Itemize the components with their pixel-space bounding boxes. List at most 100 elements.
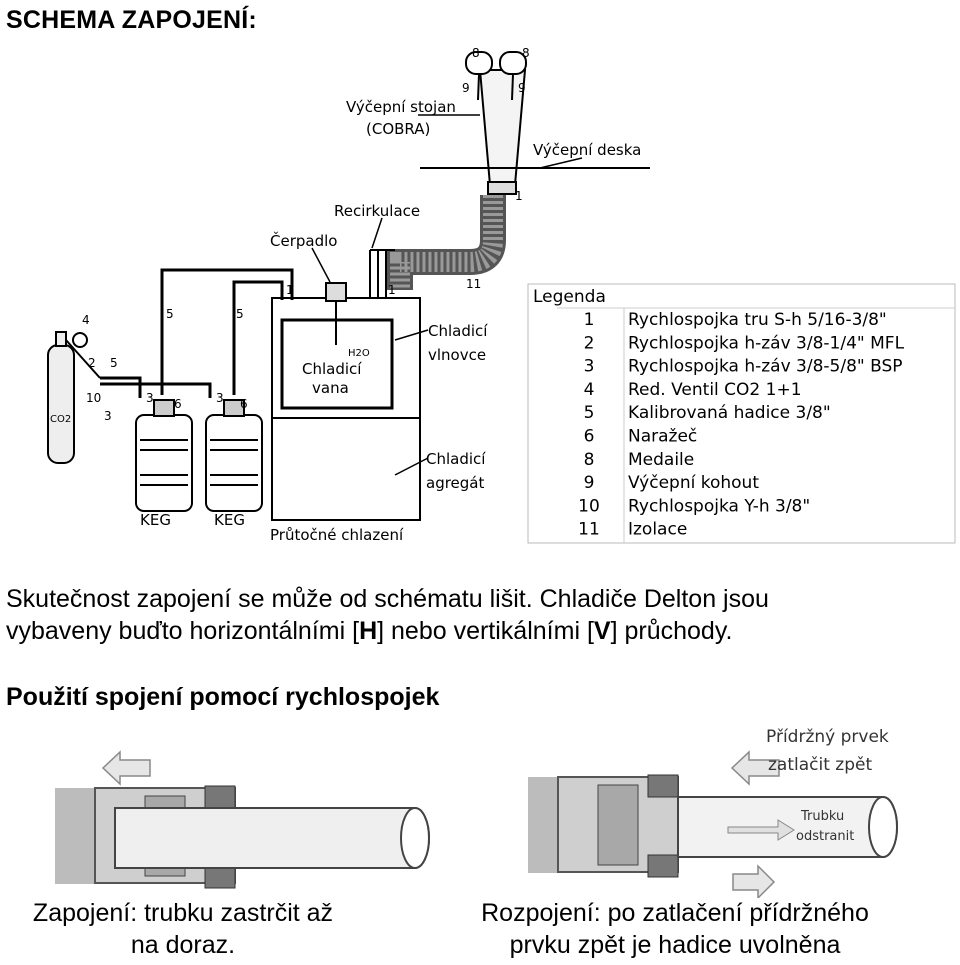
legend-row-number: 8 — [584, 450, 595, 470]
note-v: V — [593, 617, 611, 645]
label-3-c: 3 — [216, 391, 224, 405]
wiring-schematic: 8 8 9 9 Výčepní stojan (COBRA) Výčepní d… — [47, 46, 650, 544]
legend-row-text: Kalibrovaná hadice 3/8" — [628, 403, 831, 423]
note-line-2: vybaveny buďto horizontálními [H] nebo v… — [6, 617, 733, 645]
legend-row: 6 Naražeč — [584, 427, 698, 447]
keg-2 — [205, 399, 263, 512]
legend-row-text: Rychlospojka Y-h 3/8" — [628, 496, 810, 516]
arrow-push-back-icon — [732, 864, 776, 898]
arrow-left-icon — [101, 750, 151, 786]
legend-row-number: 4 — [584, 380, 595, 400]
legend-row: 1 Rychlospojka tru S-h 5/16-3/8" — [584, 310, 887, 330]
page-title: SCHEMA ZAPOJENÍ: — [6, 6, 257, 34]
legend-row-text: Rychlospojka tru S-h 5/16-3/8" — [628, 310, 887, 330]
legend-row-number: 5 — [584, 403, 595, 423]
label-5-c: 5 — [236, 307, 244, 321]
legend-row-text: Výčepní kohout — [628, 473, 759, 493]
label-3-b: 3 — [146, 391, 154, 405]
label-2: 2 — [88, 356, 96, 370]
beer-lines — [100, 268, 294, 398]
legend-row-text: Red. Ventil CO2 1+1 — [628, 380, 802, 400]
cooler-unit — [271, 282, 421, 521]
recirculation-lines — [369, 249, 395, 300]
caption-connect: Zapojení: trubku zastrčit až na doraz. — [0, 897, 366, 961]
legend-row-text: Rychlospojka h-záv 3/8-1/4" MFL — [628, 333, 905, 353]
label-5-a: 5 — [110, 356, 118, 370]
arrow-right-icon — [727, 819, 795, 841]
label-1-right: 1 — [388, 283, 396, 297]
legend-row: 2 Rychlospojka h-záv 3/8-1/4" MFL — [584, 333, 905, 353]
note-h: H — [359, 617, 378, 645]
label-flow-cooling: Průtočné chlazení — [270, 526, 404, 544]
label-pump: Čerpadlo — [270, 231, 337, 250]
caption-connect-line-1: Zapojení: trubku zastrčit až — [32, 899, 334, 927]
note-paragraph: Skutečnost zapojení se může od schématu … — [6, 583, 956, 647]
label-8a: 8 — [472, 46, 480, 60]
label-8b: 8 — [522, 46, 530, 60]
legend-row-number: 10 — [578, 496, 600, 516]
label-keg-2: KEG — [214, 511, 245, 529]
label-tube-1: Trubku — [800, 809, 844, 824]
label-tube-2: odstranit — [796, 829, 854, 844]
legend-row: 11 Izolace — [578, 520, 687, 540]
legend-row-number: 6 — [584, 427, 595, 447]
label-coils: Chladicí — [428, 322, 488, 340]
legend-row-text: Medaile — [628, 450, 694, 470]
label-3-a: 3 — [104, 409, 112, 423]
pointer-lines — [311, 114, 583, 476]
fitting-connect-illustration — [55, 750, 430, 889]
legend-row-number: 3 — [584, 357, 595, 377]
caption-disconnect: Rozpojení: po zatlačení přídržného prvku… — [420, 897, 930, 961]
label-coils-2: vlnovce — [428, 346, 486, 364]
label-4: 4 — [82, 313, 90, 327]
label-stand-model: (COBRA) — [366, 120, 430, 138]
label-h2o: H2O — [348, 348, 370, 359]
caption-disconnect-line-2: prvku zpět je hadice uvolněna — [509, 931, 841, 959]
label-6-b: 6 — [240, 397, 248, 411]
label-bath-2: vana — [312, 379, 349, 397]
label-1-left: 1 — [286, 283, 294, 297]
label-retainer-2: zatlačit zpět — [768, 755, 872, 775]
legend-row-number: 9 — [584, 473, 595, 493]
label-aggregate-2: agregát — [426, 474, 484, 492]
legend-row-text: Rychlospojka h-záv 3/8-5/8" BSP — [628, 357, 903, 377]
legend-row: 9 Výčepní kohout — [584, 473, 760, 493]
label-bath: Chladicí — [302, 360, 362, 378]
legend-row-number: 1 — [584, 310, 595, 330]
label-desk: Výčepní deska — [533, 141, 641, 159]
label-aggregate: Chladicí — [426, 450, 486, 468]
label-keg-1: KEG — [140, 511, 171, 529]
tap-stand-cobra — [465, 51, 527, 195]
legend-row: 3 Rychlospojka h-záv 3/8-5/8" BSP — [584, 357, 903, 377]
insulation-python — [387, 195, 506, 290]
section-heading: Použití spojení pomocí rychlospojek — [6, 683, 440, 711]
label-1-top: 1 — [515, 189, 523, 203]
co2-cylinder — [47, 331, 101, 464]
legend-row: 5 Kalibrovaná hadice 3/8" — [584, 403, 831, 423]
label-11: 11 — [466, 277, 481, 291]
note-line-1: Skutečnost zapojení se může od schématu … — [6, 585, 769, 613]
legend-row: 8 Medaile — [584, 450, 695, 470]
label-stand: Výčepní stojan — [346, 98, 456, 116]
label-retainer-1: Přídržný prvek — [766, 727, 889, 747]
legend-row: 4 Red. Ventil CO2 1+1 — [584, 380, 802, 400]
label-recirculation: Recirkulace — [334, 202, 420, 220]
legend-row-number: 2 — [584, 333, 595, 353]
label-10: 10 — [86, 391, 101, 405]
caption-connect-line-2: na doraz. — [130, 931, 236, 959]
caption-disconnect-line-1: Rozpojení: po zatlačení přídržného — [481, 899, 869, 927]
legend-row-number: 11 — [578, 520, 600, 540]
label-9a: 9 — [462, 81, 470, 95]
fitting-disconnect-illustration: Přídržný prvek zatlačit zpět Trubku odst… — [528, 727, 898, 898]
label-5-b: 5 — [166, 307, 174, 321]
label-6-a: 6 — [174, 397, 182, 411]
keg-1 — [135, 399, 193, 512]
legend-row-text: Naražeč — [628, 427, 697, 447]
label-9b: 9 — [518, 81, 526, 95]
arrow-push-icon — [730, 750, 780, 786]
label-co2: CO2 — [50, 414, 71, 425]
legend-row: 10 Rychlospojka Y-h 3/8" — [578, 496, 810, 516]
legend-row-text: Izolace — [628, 520, 687, 540]
legend-heading: Legenda — [533, 287, 606, 307]
